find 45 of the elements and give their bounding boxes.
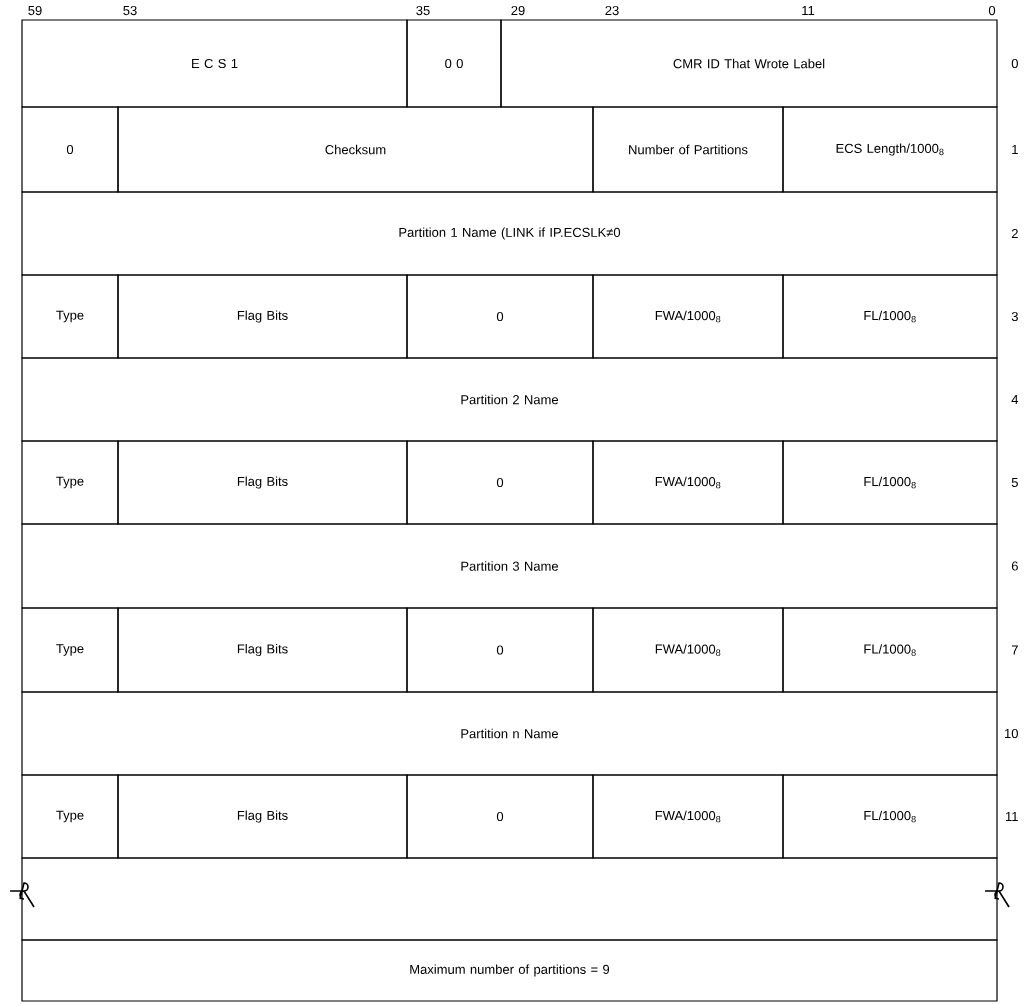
table-cell: FL/1000$_{8}$ [782, 440, 998, 525]
table-cell: Partition n Name [21, 691, 998, 776]
table-cell: Flag Bits [117, 440, 408, 525]
word-number: 6 [1011, 561, 1018, 571]
table-cell: 0 [406, 774, 594, 859]
table-cell: ECS Length/1000$_{8}$ [782, 106, 998, 193]
table-cell: Type [21, 774, 119, 859]
table-cell: FWA/1000$_{8}$ [592, 440, 784, 525]
table-cell: FL/1000$_{8}$ [782, 607, 998, 693]
table-cell: Partition 3 Name [21, 523, 998, 609]
table-cell: FL/1000$_{8}$ [782, 774, 998, 859]
word-number: 3 [1011, 311, 1018, 322]
word-number: 1 [1012, 145, 1018, 154]
table-cell: FWA/1000$_{8}$ [592, 607, 784, 693]
word-number: 5 [1011, 477, 1018, 488]
table-cell: FL/1000$_{8}$ [782, 274, 998, 359]
table-cell: Flag Bits [117, 607, 408, 693]
table-cell: FWA/1000$_{8}$ [592, 274, 784, 359]
bit-number: 35 [416, 5, 430, 16]
table-cell: 0 [406, 607, 594, 693]
table-cell: 0 0 [406, 19, 502, 108]
word-number: 2 [1011, 228, 1018, 239]
word-number: 7 [1011, 645, 1018, 655]
table-cell: CMR ID That Wrote Label [500, 19, 998, 108]
table-cell: Checksum [117, 106, 594, 193]
table-cell: Type [21, 274, 119, 359]
word-number: 4 [1011, 395, 1019, 404]
empty-row [21, 857, 998, 941]
word-number: 11 [1005, 812, 1018, 821]
table-cell: Number of Partitions [592, 106, 784, 193]
table-cell: Flag Bits [117, 774, 408, 859]
table-cell: FWA/1000$_{8}$ [592, 774, 784, 859]
table-cell: Flag Bits [117, 274, 408, 359]
table-cell: Type [21, 440, 119, 525]
word-number: 0 [1011, 58, 1018, 69]
table-cell: 0 [406, 274, 594, 359]
table-cell: Partition 1 Name (LINK if IP.ECSLK≠0 [21, 191, 998, 276]
table-cell: Partition 2 Name [21, 357, 998, 442]
table-cell: 0 [406, 440, 594, 525]
bit-number: 29 [511, 5, 525, 16]
table-cell: 0 [21, 106, 119, 193]
word-number: 10 [1005, 728, 1018, 739]
table-cell: Maximum number of partitions = 9 [21, 939, 998, 1002]
table-cell: E C S 1 [21, 19, 408, 108]
table-cell: Type [21, 607, 119, 693]
